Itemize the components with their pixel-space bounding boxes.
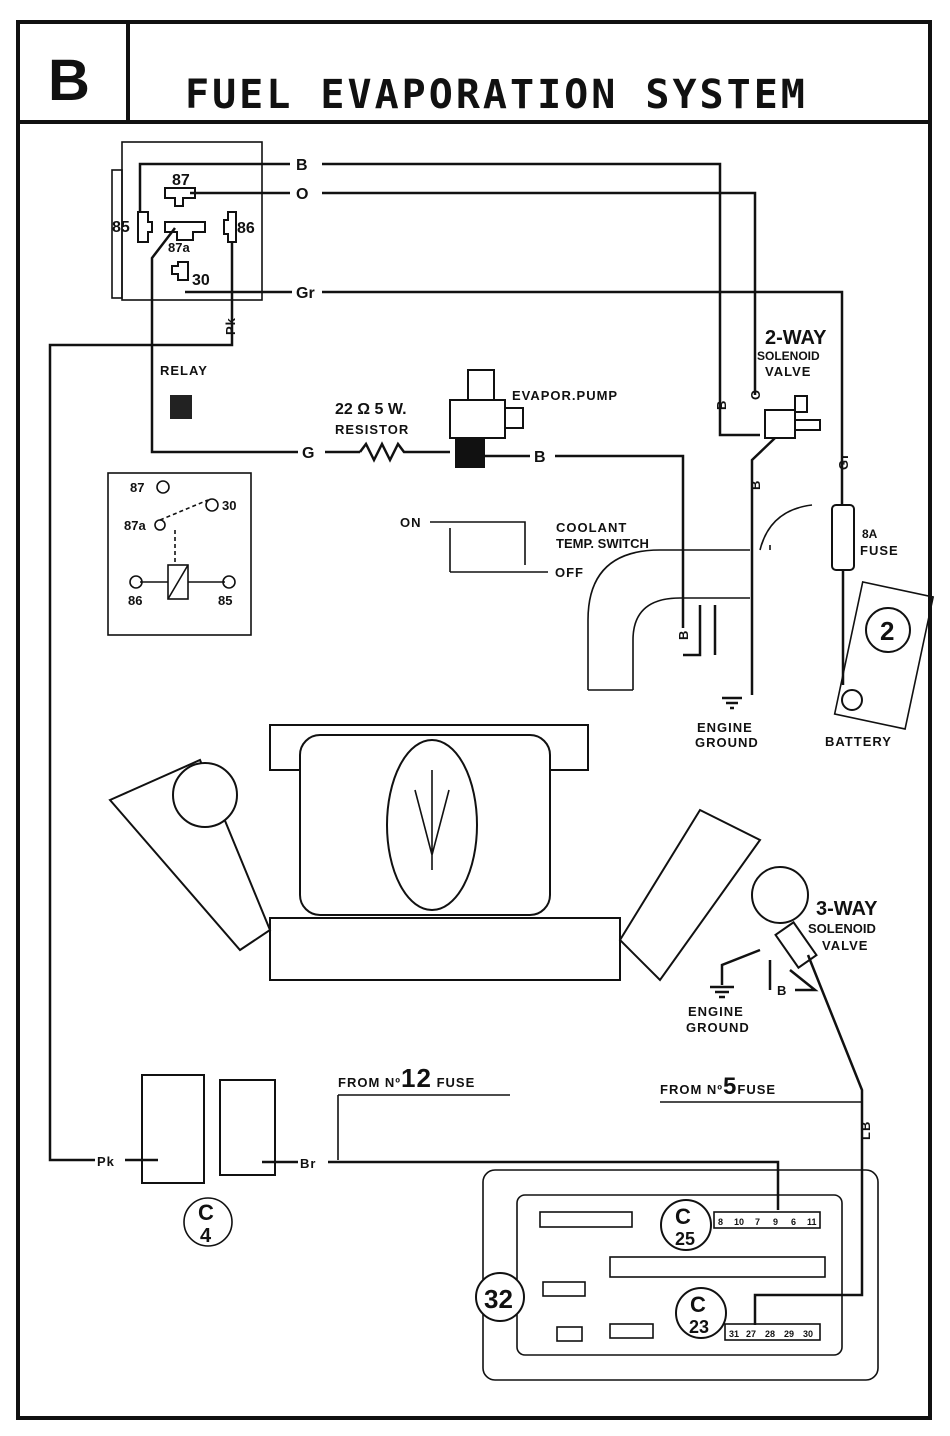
c4-letter: C	[198, 1200, 214, 1225]
wire-label-lb: LB	[858, 1121, 873, 1140]
wire-label-b: B	[296, 157, 308, 174]
valve3-line3: VALVE	[822, 938, 868, 953]
solenoid-valve-3way	[774, 920, 818, 970]
svg-text:9: 9	[773, 1217, 778, 1227]
relay-icon	[170, 395, 192, 419]
wire-label-b-pump: B	[534, 449, 546, 466]
pump-label: EVAPOR.PUMP	[512, 388, 618, 403]
battery-label: BATTERY	[825, 734, 892, 749]
battery	[833, 581, 935, 730]
valve2-line1: 2-WAY	[765, 327, 827, 349]
schem-87a: 87a	[124, 518, 146, 533]
svg-text:29: 29	[784, 1329, 794, 1339]
wire-label-gr-fuse: Gr	[836, 453, 851, 470]
wire-label-b-switch: B	[676, 630, 691, 640]
resistor-value: 22 Ω 5 W.	[335, 401, 407, 418]
svg-text:87a: 87a	[168, 240, 190, 255]
from-5-fuse: FROM Nº5FUSE	[660, 1073, 776, 1100]
valve3-line1: 3-WAY	[816, 898, 878, 920]
page-title: FUEL EVAPORATION SYSTEM	[185, 72, 808, 118]
evapor-pump	[449, 369, 524, 468]
svg-text:10: 10	[734, 1217, 744, 1227]
ground-symbol	[722, 696, 742, 710]
coolant-line2: TEMP. SWITCH	[556, 536, 649, 551]
wire-label-b-ground: B	[748, 480, 763, 490]
switch-off-label: OFF	[555, 565, 584, 580]
svg-text:85: 85	[112, 219, 130, 236]
c23-num: 23	[689, 1317, 709, 1337]
c23-letter: C	[690, 1292, 706, 1317]
section-letter: B	[48, 48, 90, 113]
svg-text:27: 27	[746, 1329, 756, 1339]
wire-label-pk-conn: Pk	[97, 1154, 115, 1169]
ground1-line2: GROUND	[695, 735, 759, 750]
schem-86: 86	[128, 593, 142, 608]
svg-text:30: 30	[803, 1329, 813, 1339]
schem-87: 87	[130, 480, 144, 495]
wire-label-g: G	[302, 445, 314, 462]
valve2-line3: VALVE	[765, 364, 811, 379]
svg-text:87: 87	[172, 172, 190, 189]
c25-pins: 8 10 7 9 6 11	[713, 1211, 821, 1229]
wire-label-gr: Gr	[296, 285, 315, 302]
relay-schematic	[107, 472, 252, 636]
fuse-8a	[831, 504, 855, 571]
connector-c4	[141, 1074, 276, 1184]
relay-connector: 87 85 87a 86 30	[111, 141, 263, 301]
page-frame	[16, 20, 932, 1420]
switch-on-label: ON	[400, 515, 422, 530]
valve2-line2: SOLENOID	[757, 349, 820, 363]
wire-label-br-conn: Br	[300, 1156, 316, 1171]
c25-letter: C	[675, 1204, 691, 1229]
relay-label: RELAY	[160, 363, 208, 378]
c25-num: 25	[675, 1229, 695, 1249]
svg-text:30: 30	[192, 272, 210, 289]
valve3-line2: SOLENOID	[808, 921, 876, 936]
wire-label-o: O	[296, 186, 308, 203]
c23-pins: 31 27 28 29 30	[724, 1323, 821, 1341]
wire-label-b-3way: B	[777, 983, 787, 998]
board-ref: 32	[484, 1284, 513, 1314]
wire-label-b-valve: B	[714, 400, 729, 410]
schem-85: 85	[218, 593, 232, 608]
svg-text:31: 31	[729, 1329, 739, 1339]
svg-text:28: 28	[765, 1329, 775, 1339]
fuse-line2: FUSE	[860, 543, 899, 558]
engine-intake	[108, 724, 809, 982]
svg-text:11: 11	[807, 1217, 817, 1227]
fuse-line1: 8A	[862, 527, 878, 541]
wire-label-o-valve: O	[748, 389, 763, 400]
wire-label-pk: Pk	[223, 317, 238, 335]
circuit-board	[482, 1169, 879, 1381]
schem-30: 30	[222, 498, 236, 513]
battery-ref: 2	[880, 616, 894, 646]
svg-text:7: 7	[755, 1217, 760, 1227]
ground1-line1: ENGINE	[697, 720, 753, 735]
solenoid-valve-2way	[764, 395, 821, 439]
svg-text:6: 6	[791, 1217, 796, 1227]
ground2-line1: ENGINE	[688, 1004, 744, 1019]
c4-num: 4	[200, 1225, 212, 1247]
from-12-fuse: FROM Nº12 FUSE	[338, 1063, 475, 1093]
resistor-label: RESISTOR	[335, 422, 409, 437]
svg-text:86: 86	[237, 220, 255, 237]
ground2-line2: GROUND	[686, 1020, 750, 1035]
svg-text:8: 8	[718, 1217, 723, 1227]
coolant-line1: COOLANT	[556, 520, 627, 535]
